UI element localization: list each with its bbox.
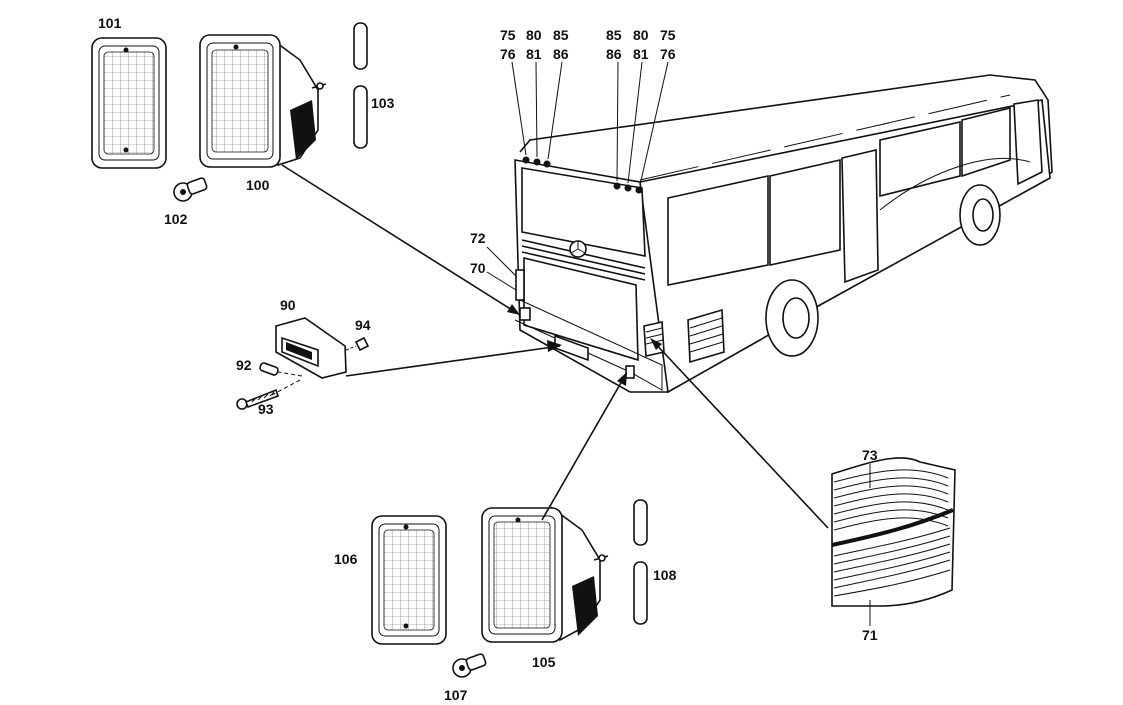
label-85-left: 85 [553, 27, 569, 43]
label-86-right: 86 [606, 46, 622, 62]
label-80-left: 80 [526, 27, 542, 43]
tube-108 [633, 499, 648, 625]
tube-103 [353, 22, 368, 149]
label-92: 92 [236, 357, 252, 373]
label-76-left: 76 [500, 46, 516, 62]
label-75-right: 75 [660, 27, 676, 43]
bulb-107 [452, 653, 487, 678]
screw-93 [236, 388, 280, 410]
label-94: 94 [355, 317, 371, 333]
label-80-right: 80 [633, 27, 649, 43]
lamp-lens-101 [91, 37, 167, 169]
label-76-right: 76 [660, 46, 676, 62]
label-72: 72 [470, 230, 486, 246]
label-100: 100 [246, 177, 270, 193]
label-71: 71 [862, 627, 878, 643]
label-106: 106 [334, 551, 358, 567]
label-108: 108 [653, 567, 677, 583]
bulb-92 [259, 362, 279, 376]
label-90: 90 [280, 297, 296, 313]
label-85-right: 85 [606, 27, 622, 43]
label-101: 101 [98, 15, 122, 31]
label-86-left: 86 [553, 46, 569, 62]
leader-lines [271, 61, 871, 626]
label-93: 93 [258, 401, 274, 417]
lamp-housing-100 [199, 34, 327, 168]
label-81-right: 81 [633, 46, 649, 62]
callout-labels: 101 100 102 103 75 76 80 81 85 86 85 86 … [98, 15, 878, 703]
label-73: 73 [862, 447, 878, 463]
label-103: 103 [371, 95, 395, 111]
label-107: 107 [444, 687, 468, 703]
label-81-left: 81 [526, 46, 542, 62]
bus-body [514, 74, 1053, 393]
lamp-housing-105 [481, 506, 609, 643]
label-102: 102 [164, 211, 188, 227]
plate-lamp-90 [275, 317, 347, 379]
label-105: 105 [532, 654, 556, 670]
label-70: 70 [470, 260, 486, 276]
lamp-lens-106 [371, 515, 447, 645]
label-75-left: 75 [500, 27, 516, 43]
bulb-102 [173, 177, 208, 202]
marker-lens-71-73 [831, 457, 956, 607]
screw-94 [354, 336, 370, 352]
